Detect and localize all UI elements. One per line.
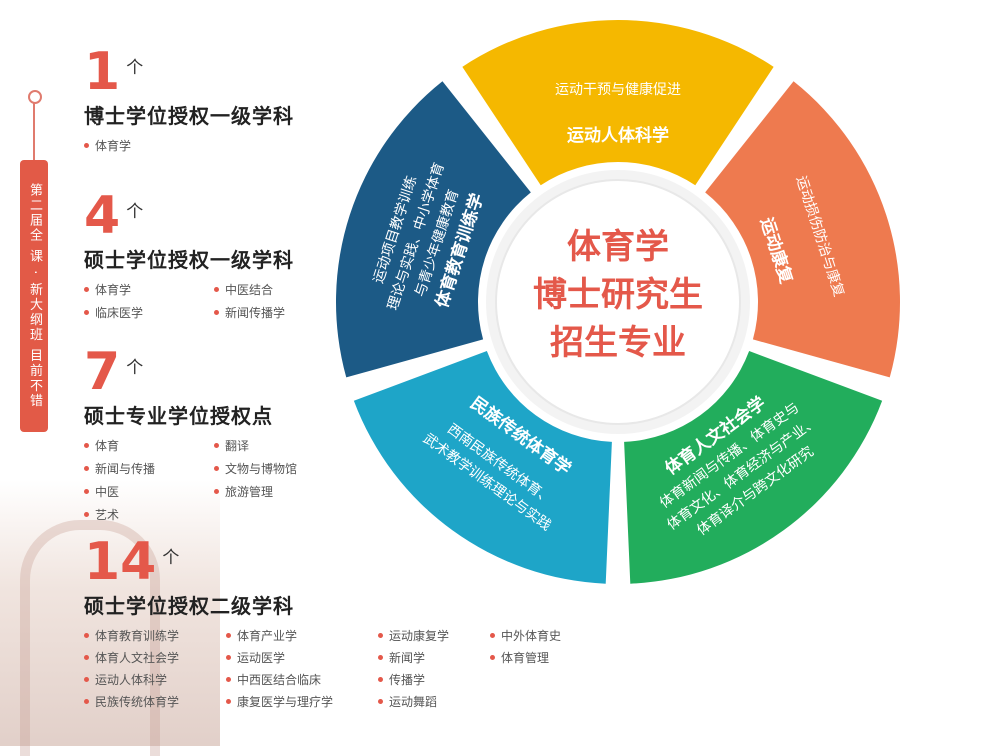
list-item: 体育管理 <box>490 649 590 666</box>
list-item: 体育 <box>84 437 214 454</box>
list-item: 体育教育训练学 <box>84 627 226 644</box>
stat-count: 1 <box>84 42 121 102</box>
stat-section-doctoral-first-level: 1 个 博士学位授权一级学科 体育学 <box>84 46 294 154</box>
stat-count: 7 <box>84 342 121 402</box>
list-item: 中医结合 <box>214 281 344 298</box>
stat-unit: 个 <box>126 202 144 222</box>
list-item: 旅游管理 <box>214 483 344 500</box>
center-disc <box>495 179 741 425</box>
list-item: 运动康复学 <box>378 627 490 644</box>
center-title-line-3: 招生专业 <box>550 323 686 363</box>
list-item: 文物与博物馆 <box>214 460 344 477</box>
list-item: 运动舞蹈 <box>378 693 490 710</box>
stat-unit: 个 <box>126 58 144 78</box>
stat-count: 4 <box>84 186 121 246</box>
stat-heading: 硕士学位授权一级学科 <box>84 248 294 272</box>
list-item: 临床医学 <box>84 304 214 321</box>
ring-segment-shape <box>624 351 883 584</box>
list-item: 康复医学与理疗学 <box>226 693 378 710</box>
ring-segment: 运动人体科学 运动干预与健康促进 <box>462 20 774 186</box>
ring-segment: 体育人文社会学体育新闻与传播、体育史与体育文化、体育经济与产业、体育译介与跨文化… <box>624 351 883 584</box>
major-ring-diagram: 运动人体科学 运动干预与健康促进 运动康复运动损伤防治与康复体育人文社会学体育新闻与… <box>336 20 900 584</box>
list-item: 翻译 <box>214 437 344 454</box>
center-title-line-2: 博士研究生 <box>533 275 703 315</box>
ring-segment-shape <box>336 81 531 378</box>
list-item: 体育人文社会学 <box>84 649 226 666</box>
stat-count: 14 <box>84 532 157 592</box>
stat-section-master-second-level: 14 个 硕士学位授权二级学科 体育教育训练学 体育产业学 运动康复学 中外体育… <box>84 536 590 710</box>
segment-name-label: 运动人体科学 <box>567 125 669 146</box>
stat-section-master-professional: 7 个 硕士专业学位授权点 体育 翻译 新闻与传播 文物与博物馆 中医 旅游管理… <box>84 346 344 523</box>
empty-cell <box>490 671 590 688</box>
list-item: 民族传统体育学 <box>84 693 226 710</box>
list-item: 体育学 <box>84 137 214 154</box>
stat-unit: 个 <box>126 358 144 378</box>
stat-heading: 硕士专业学位授权点 <box>84 404 273 428</box>
ring-segment-shape <box>353 351 612 584</box>
list-item: 体育产业学 <box>226 627 378 644</box>
stat-unit: 个 <box>162 548 180 568</box>
stat-section-master-first-level: 4 个 硕士学位授权一级学科 体育学 中医结合 临床医学 新闻传播学 <box>84 190 344 321</box>
list-item: 运动医学 <box>226 649 378 666</box>
list-item: 新闻传播学 <box>214 304 344 321</box>
list-item: 艺术 <box>84 506 214 523</box>
stat-heading: 硕士学位授权二级学科 <box>84 594 294 618</box>
ring-segment-shape <box>705 81 900 378</box>
segment-description-line: 运动干预与健康促进 <box>555 81 681 98</box>
vertical-banner: 第二届全 课 · 新大纲班 目前不错 <box>20 160 48 432</box>
list-item: 中西医结合临床 <box>226 671 378 688</box>
list-item: 中外体育史 <box>490 627 590 644</box>
list-item: 运动人体科学 <box>84 671 226 688</box>
ring-segment-shape <box>462 20 774 186</box>
list-item: 传播学 <box>378 671 490 688</box>
center-title-line-1: 体育学 <box>567 227 669 267</box>
list-item: 体育学 <box>84 281 214 298</box>
list-item: 中医 <box>84 483 214 500</box>
stat-heading: 博士学位授权一级学科 <box>84 104 294 128</box>
list-item: 新闻学 <box>378 649 490 666</box>
list-item: 新闻与传播 <box>84 460 214 477</box>
